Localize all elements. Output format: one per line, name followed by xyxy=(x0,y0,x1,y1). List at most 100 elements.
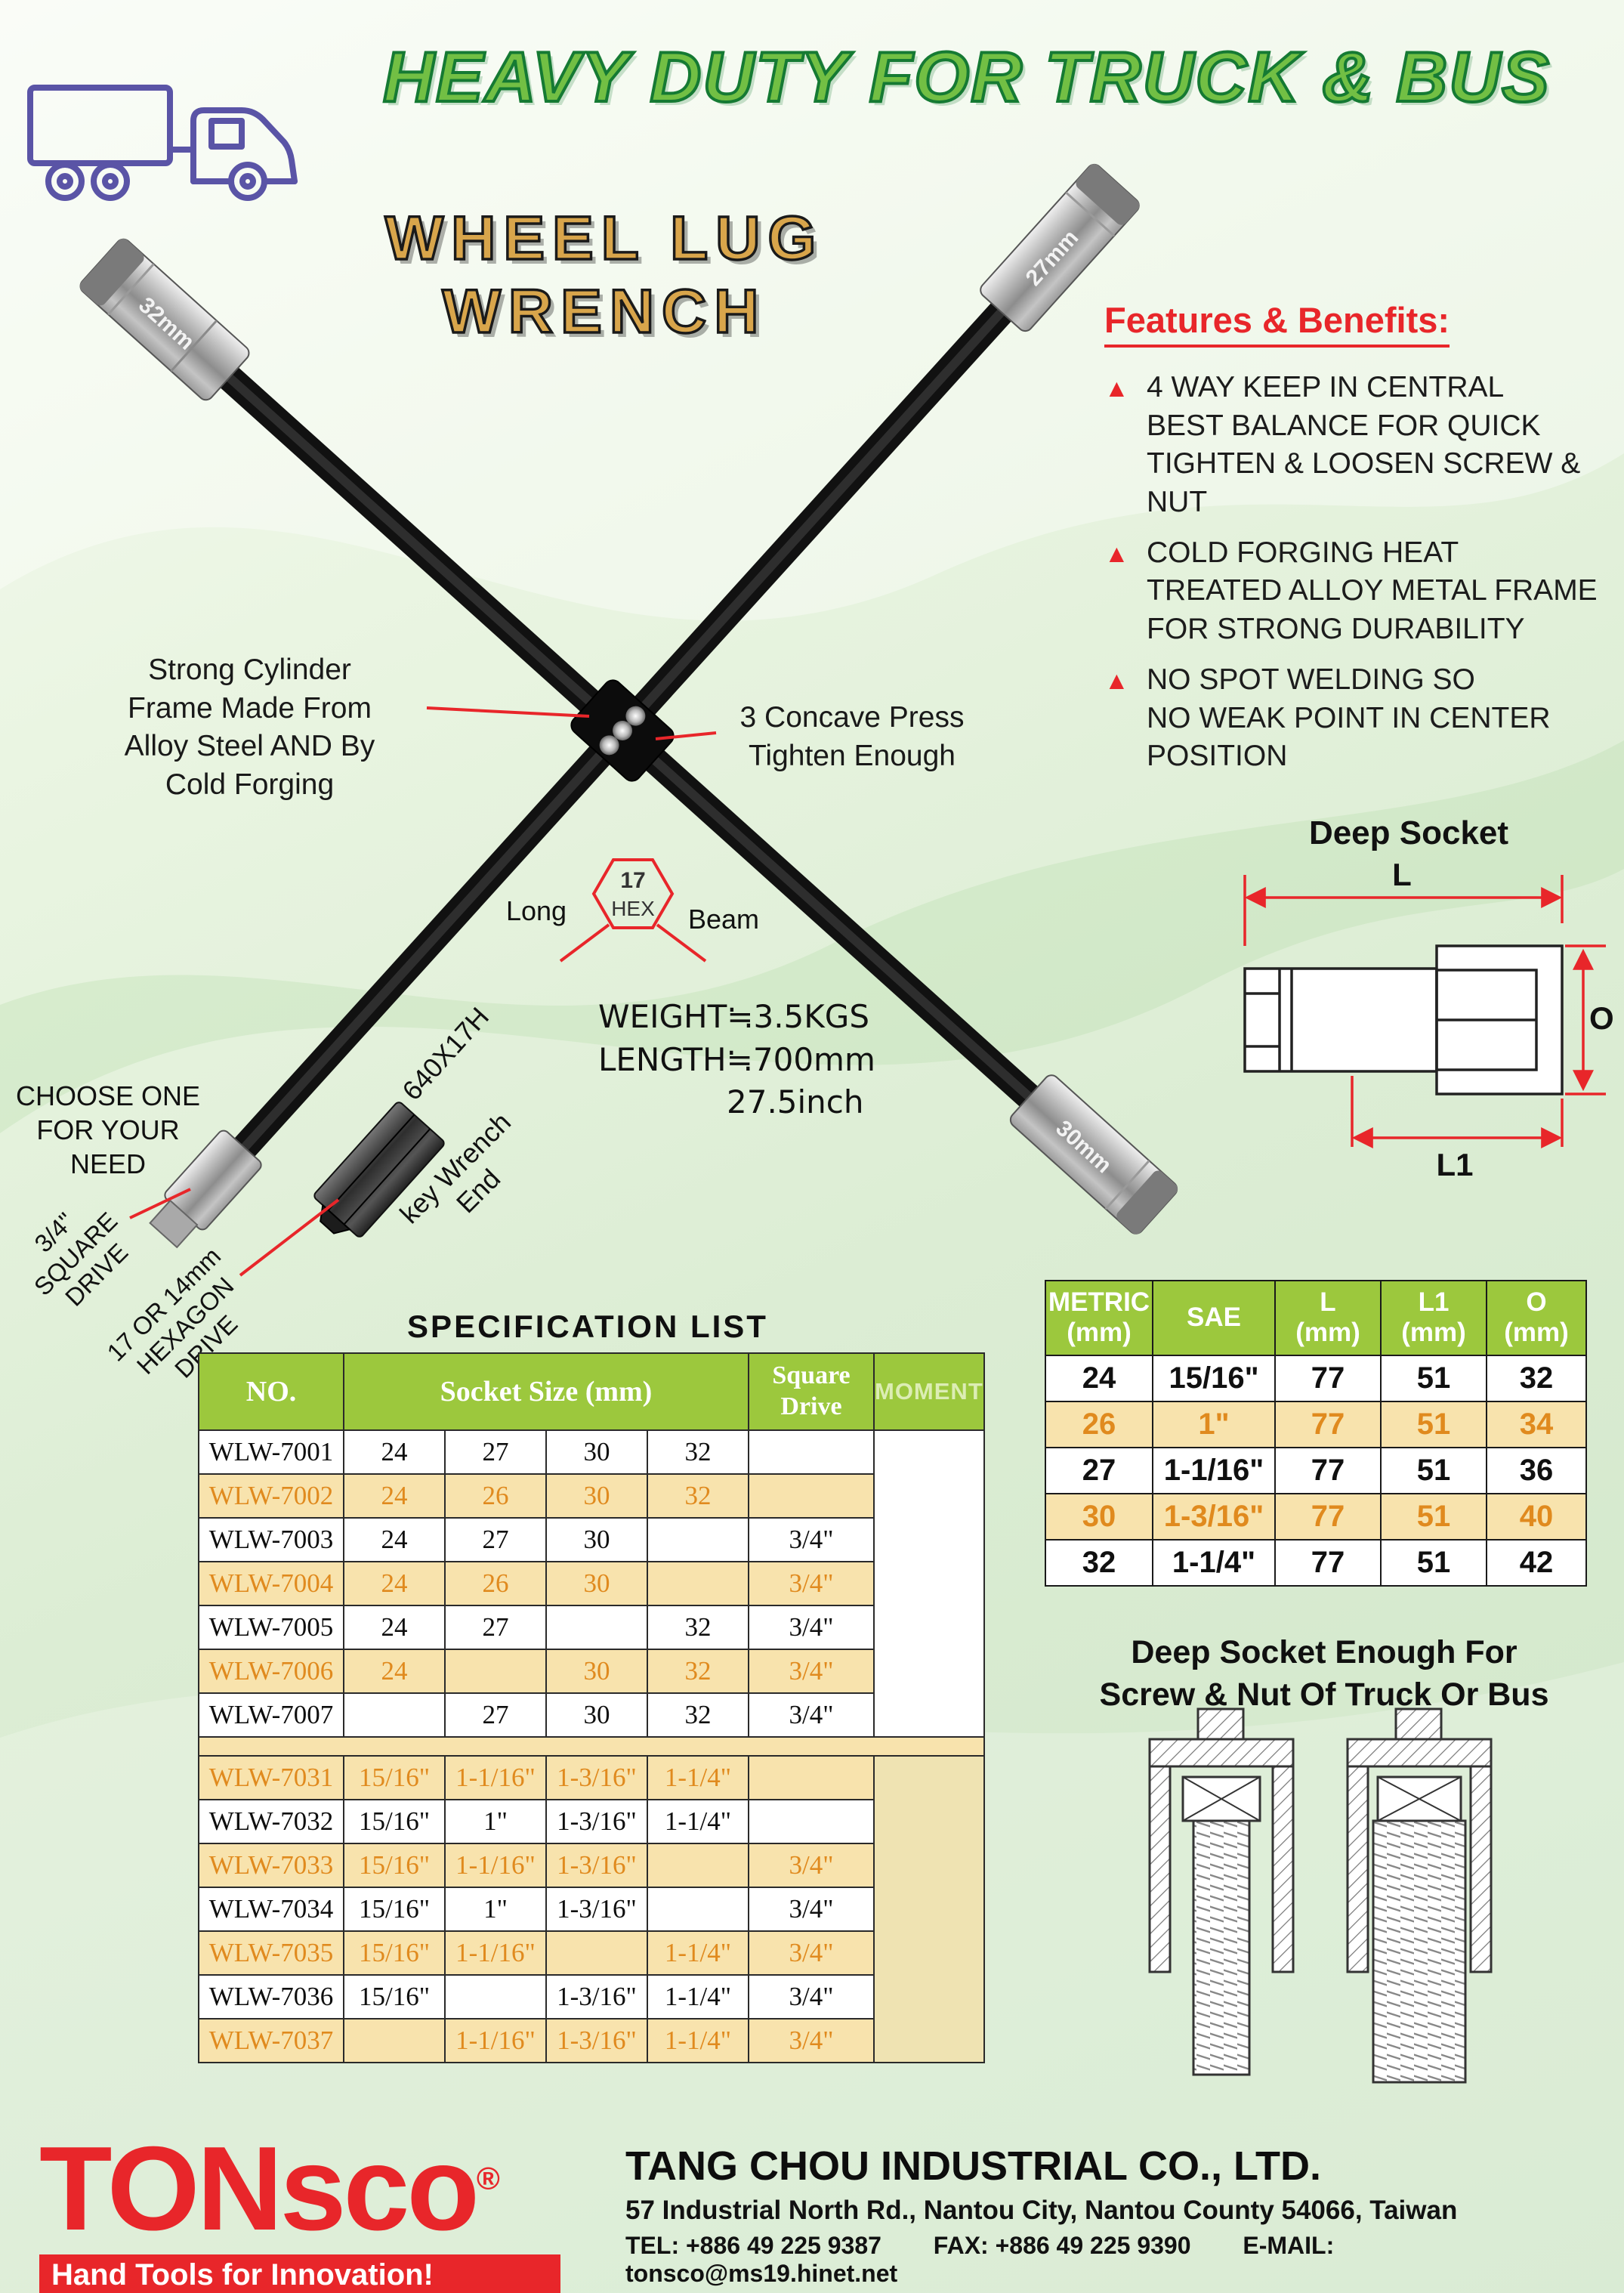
spec-value-cell: 1-1/4" xyxy=(647,1974,749,2020)
triangle-bullet-icon: ▲ xyxy=(1104,539,1129,567)
metric-cell: 77 xyxy=(1274,1400,1382,1448)
spec-value-cell: 15/16" xyxy=(343,1930,446,1976)
company-name: TANG CHOU INDUSTRIAL CO., LTD. xyxy=(625,2143,1321,2189)
hex-badge-value: 17 xyxy=(620,868,645,893)
socket-size-label: 30mm xyxy=(1051,1116,1116,1179)
spec-value-cell: 24 xyxy=(343,1649,446,1694)
spec-value-cell: 15/16" xyxy=(343,1974,446,2020)
metric-cell: 15/16" xyxy=(1152,1354,1276,1402)
spec-model-cell: WLW-7001 xyxy=(198,1429,344,1475)
spec-model-cell: WLW-7036 xyxy=(198,1974,344,2020)
spec-value-cell: 3/4" xyxy=(748,1561,875,1606)
spec-value-cell xyxy=(545,1930,648,1976)
dim-l1-label: L1 xyxy=(1436,1147,1473,1182)
spec-value-cell: 1-1/16" xyxy=(444,1843,547,1888)
spec-value-cell: 27 xyxy=(444,1429,547,1475)
weight-value: WEIGHT≒3.5KGS xyxy=(598,998,870,1035)
dim-l-label: L xyxy=(1392,857,1412,892)
metric-cell: 51 xyxy=(1380,1446,1487,1494)
product-title: WHEEL LUG WRENCH xyxy=(340,202,869,349)
company-info-block: TANG CHOU INDUSTRIAL CO., LTD. 57 Indust… xyxy=(625,2143,1624,2293)
metric-cell: 34 xyxy=(1486,1400,1587,1448)
logo-wordmark: TONsco xyxy=(39,2122,480,2255)
spec-value-cell: 3/4" xyxy=(748,2018,875,2063)
spec-value-cell: 30 xyxy=(545,1429,648,1475)
spec-value-cell: 3/4" xyxy=(748,1930,875,1976)
metric-cell: 77 xyxy=(1274,1538,1382,1587)
spec-spacer-row xyxy=(198,1736,985,1757)
spec-model-cell: WLW-7031 xyxy=(198,1755,344,1800)
spec-value-cell: 24 xyxy=(343,1517,446,1562)
spec-value-cell: 27 xyxy=(444,1605,547,1650)
banner-title: HEAVY DUTY FOR TRUCK & BUS xyxy=(381,36,1551,118)
spec-value-cell xyxy=(748,1799,875,1844)
metric-header-cell: O(mm) xyxy=(1486,1280,1587,1356)
spec-model-cell: WLW-7002 xyxy=(198,1473,344,1519)
company-email: E-MAIL: tonsco@ms19.hinet.net xyxy=(625,2232,1335,2287)
spec-value-cell: 1-3/16" xyxy=(545,1843,648,1888)
label-beam: Beam xyxy=(687,904,760,935)
spec-value-cell: 1-1/4" xyxy=(647,1755,749,1800)
spec-value-cell: 30 xyxy=(545,1517,648,1562)
company-contact-line: TEL: +886 49 225 9387 FAX: +886 49 225 9… xyxy=(625,2232,1624,2288)
spec-value-cell: 3/4" xyxy=(748,1974,875,2020)
spec-value-cell: 1-3/16" xyxy=(545,1755,648,1800)
spec-model-cell: WLW-7003 xyxy=(198,1517,344,1562)
deep-socket-title: Deep Socket xyxy=(1308,814,1509,851)
spec-value-cell xyxy=(444,1649,547,1694)
spec-value-cell: 15/16" xyxy=(343,1843,446,1888)
spec-model-cell: WLW-7034 xyxy=(198,1887,344,1932)
metric-cell: 36 xyxy=(1486,1446,1587,1494)
metric-cell: 27 xyxy=(1045,1446,1153,1494)
truck-trailer-icon xyxy=(27,85,298,201)
spec-value-cell: 15/16" xyxy=(343,1755,446,1800)
spec-header-row: NO. Socket Size (mm) Square Drive MOMENT xyxy=(198,1352,985,1431)
metric-cell: 1-3/16" xyxy=(1152,1492,1276,1541)
specification-table: NO. Socket Size (mm) Square Drive MOMENT… xyxy=(198,1352,985,2063)
spec-model-cell: WLW-7037 xyxy=(198,2018,344,2063)
specification-title: SPECIFICATION LIST xyxy=(407,1309,768,1344)
feature-text: NO SPOT WELDING SO NO WEAK POINT IN CENT… xyxy=(1147,663,1551,773)
spec-value-cell xyxy=(748,1473,875,1519)
spec-value-cell: 3/4" xyxy=(748,1692,875,1738)
spec-value-cell: 32 xyxy=(647,1429,749,1475)
spec-value-cell: 30 xyxy=(545,1561,648,1606)
spec-value-cell: 3/4" xyxy=(748,1843,875,1888)
features-section: Features & Benefits: ▲ 4 WAY KEEP IN CEN… xyxy=(1104,299,1607,788)
triangle-bullet-icon: ▲ xyxy=(1104,374,1129,402)
socket-size-label: 27mm xyxy=(1021,225,1084,291)
spec-model-cell: WLW-7004 xyxy=(198,1561,344,1606)
spec-value-cell: 30 xyxy=(545,1649,648,1694)
spec-value-cell: 1-1/4" xyxy=(647,2018,749,2063)
spec-value-cell xyxy=(647,1843,749,1888)
spec-value-cell: 30 xyxy=(545,1473,648,1519)
metric-cell: 42 xyxy=(1486,1538,1587,1587)
spec-value-cell xyxy=(545,1605,648,1650)
metric-cell: 51 xyxy=(1380,1492,1487,1541)
company-fax: FAX: +886 49 225 9390 xyxy=(933,2232,1191,2259)
label-long: Long xyxy=(505,895,567,926)
metric-cell: 40 xyxy=(1486,1492,1587,1541)
product-title-line2: WRENCH xyxy=(441,276,767,347)
spec-value-cell: 1-3/16" xyxy=(545,2018,648,2063)
length-inch-value: 27.5inch xyxy=(727,1083,864,1121)
spec-model-cell: WLW-7033 xyxy=(198,1843,344,1888)
spec-value-cell: 1" xyxy=(444,1799,547,1844)
deep-socket-note: Deep Socket Enough For Screw & Nut Of Tr… xyxy=(1099,1634,1549,1713)
choose-one-note: CHOOSE ONE FOR YOUR NEED xyxy=(15,1080,201,1179)
metric-cell: 77 xyxy=(1274,1446,1382,1494)
spec-value-cell: 24 xyxy=(343,1605,446,1650)
spec-model-cell: WLW-7035 xyxy=(198,1930,344,1976)
company-tel: TEL: +886 49 225 9387 xyxy=(625,2232,881,2259)
